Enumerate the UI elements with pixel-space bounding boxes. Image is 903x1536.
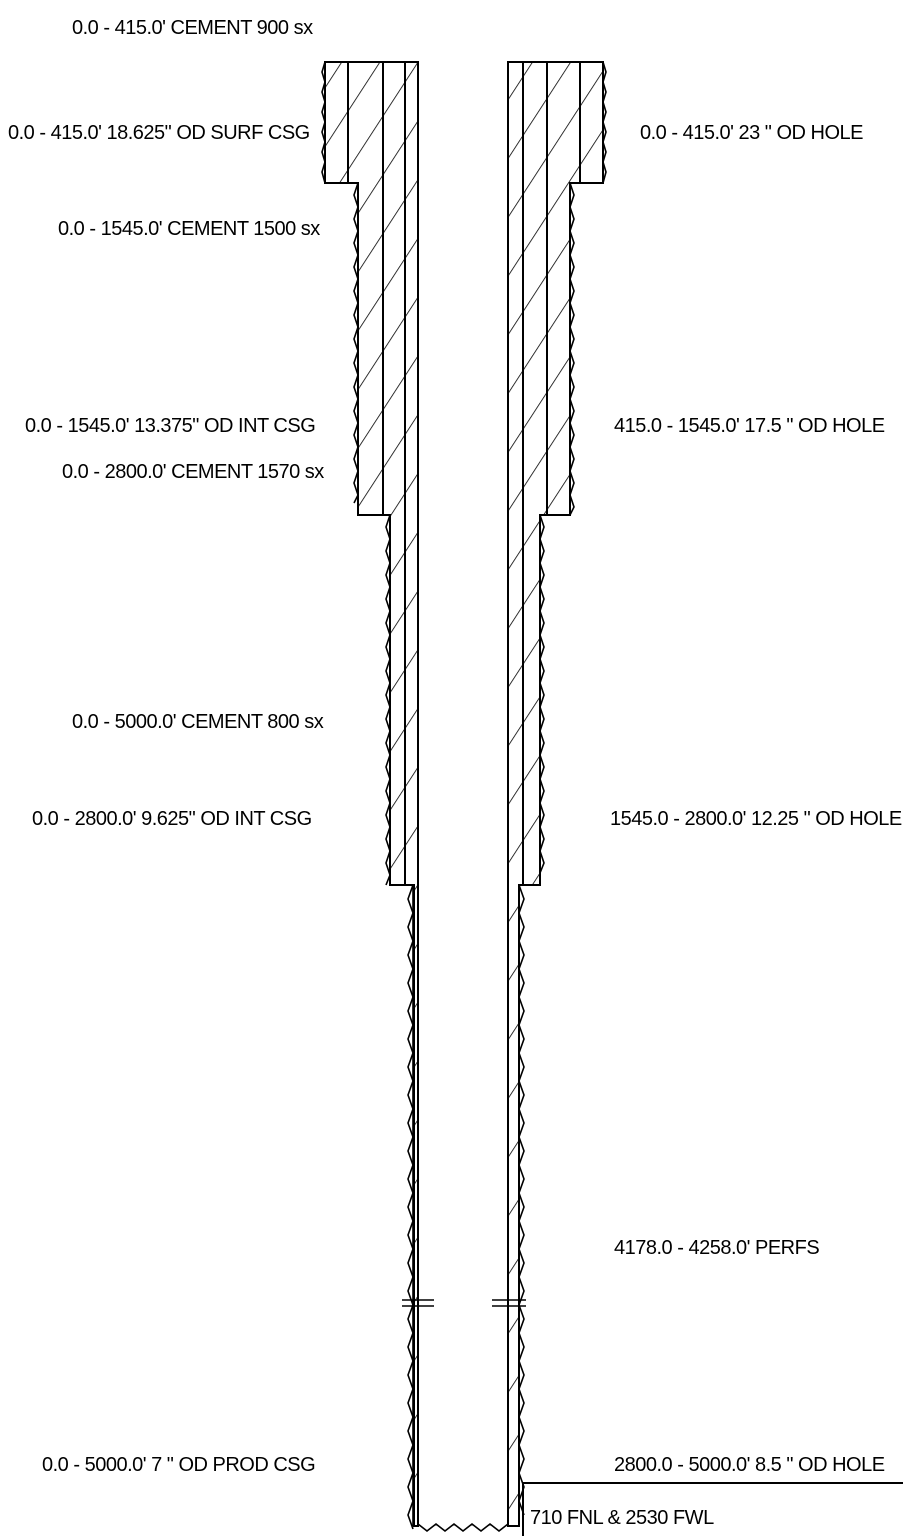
label-intermediate-casing-2: 0.0 - 2800.0' 9.625" OD INT CSG [32,808,312,830]
label-hole-17-5: 415.0 - 1545.0' 17.5 " OD HOLE [614,415,885,437]
perforation-marks [402,1292,526,1316]
label-surface-cement: 0.0 - 415.0' CEMENT 900 sx [72,17,313,39]
label-production-cement: 0.0 - 5000.0' CEMENT 800 sx [72,711,324,733]
label-intermediate-casing-1: 0.0 - 1545.0' 13.375" OD INT CSG [25,415,315,437]
wellbore-bore [419,62,507,1524]
bottom-of-hole [417,1522,509,1533]
production-casing [407,884,525,1530]
label-production-casing: 0.0 - 5000.0' 7 " OD PROD CSG [42,1454,315,1476]
label-surface-casing: 0.0 - 415.0' 18.625" OD SURF CSG [8,122,310,144]
casing-lines [347,62,581,1526]
label-perfs: 4178.0 - 4258.0' PERFS [614,1237,819,1259]
label-hole-12-25: 1545.0 - 2800.0' 12.25 " OD HOLE [610,808,902,830]
location-box [522,1482,903,1536]
label-intermediate-cement-2: 0.0 - 2800.0' CEMENT 1570 sx [62,461,324,483]
label-intermediate-cement-1: 0.0 - 1545.0' CEMENT 1500 sx [58,218,320,240]
label-hole-8-5: 2800.0 - 5000.0' 8.5 " OD HOLE [614,1454,885,1476]
label-hole-23: 0.0 - 415.0' 23 " OD HOLE [640,122,863,144]
location-text: 710 FNL & 2530 FWL [530,1507,714,1529]
hole-wall-edges [321,61,607,886]
